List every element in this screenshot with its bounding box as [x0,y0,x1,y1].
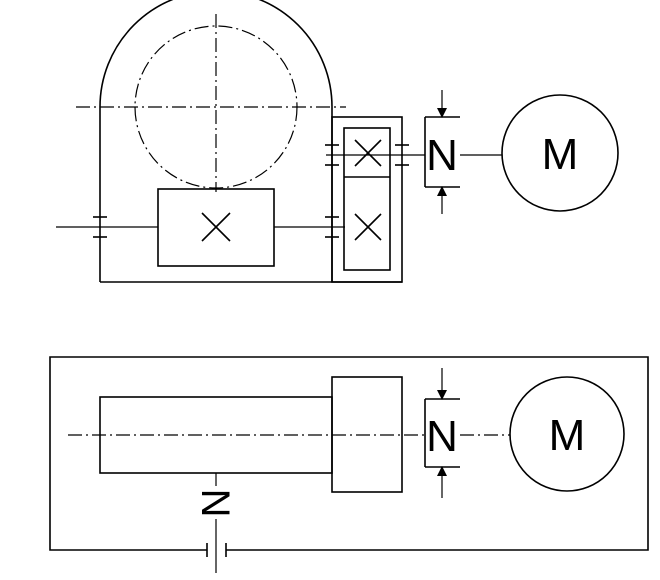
bottom-coupling-label: N [426,412,458,461]
top-coupling-label: N [426,131,458,180]
worm-cross-b [201,212,231,242]
top-motor-label: M [542,130,579,179]
bottom-coupling-arrowhead-bottom [437,466,447,476]
lower-gear-cross-b [354,213,382,241]
coupling-arrowhead-top [437,108,447,118]
bottom-frame [49,356,649,551]
bottom-vertical-label: N [193,489,237,518]
bottom-motor-label: M [549,411,586,460]
bottom-motor-circle [509,376,625,492]
bottom-coupling-arrowhead-top [437,390,447,400]
gear-stage-outer [331,116,403,283]
bottom-diagram: N M N [49,356,649,573]
gear-stage-inner [343,127,391,271]
wheel-housing-arch [99,0,333,108]
coupling-arrowhead-bottom [437,186,447,196]
top-diagram: N M [56,0,619,283]
upper-gear-cross-b [354,139,382,167]
top-motor-circle [501,94,619,212]
